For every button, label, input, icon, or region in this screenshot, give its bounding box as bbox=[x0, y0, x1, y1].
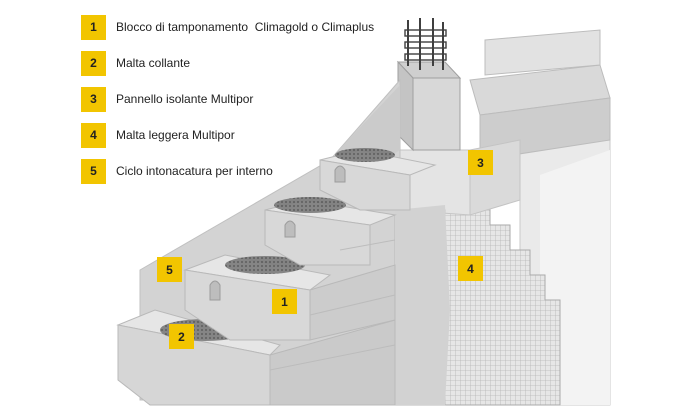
callout-3: 3 bbox=[468, 150, 493, 175]
block-top-right bbox=[469, 29, 611, 161]
legend-item-5: 5 Ciclo intonacatura per interno bbox=[81, 158, 374, 184]
column-rebar bbox=[396, 18, 462, 152]
legend-badge-2: 2 bbox=[81, 50, 106, 76]
block-row-4 bbox=[319, 148, 437, 211]
legend: 1 Blocco di tamponamento Climagold o Cli… bbox=[81, 14, 374, 184]
legend-badge-4: 4 bbox=[81, 122, 106, 148]
legend-badge-3: 3 bbox=[81, 86, 106, 112]
wall-front-plaster bbox=[394, 205, 450, 406]
legend-item-2: 2 Malta collante bbox=[81, 50, 374, 76]
callout-4: 4 bbox=[458, 256, 483, 281]
legend-label-4: Malta leggera Multipor bbox=[116, 128, 235, 142]
legend-label-3: Pannello isolante Multipor bbox=[116, 92, 254, 106]
legend-item-1: 1 Blocco di tamponamento Climagold o Cli… bbox=[81, 14, 374, 40]
callout-5: 5 bbox=[157, 257, 182, 282]
legend-badge-1: 1 bbox=[81, 14, 106, 40]
legend-label-1: Blocco di tamponamento Climagold o Clima… bbox=[116, 20, 375, 34]
callout-2: 2 bbox=[169, 324, 194, 349]
block-row-2 bbox=[183, 254, 396, 341]
legend-badge-5: 5 bbox=[81, 158, 106, 184]
block-row-3 bbox=[264, 197, 397, 266]
block-joints bbox=[269, 239, 396, 371]
legend-item-4: 4 Malta leggera Multipor bbox=[81, 122, 374, 148]
legend-label-5: Ciclo intonacatura per interno bbox=[116, 164, 273, 178]
insulating-panel bbox=[394, 139, 521, 216]
legend-label-2: Malta collante bbox=[116, 56, 191, 70]
callout-1: 1 bbox=[272, 289, 297, 314]
legend-item-3: 3 Pannello isolante Multipor bbox=[81, 86, 374, 112]
